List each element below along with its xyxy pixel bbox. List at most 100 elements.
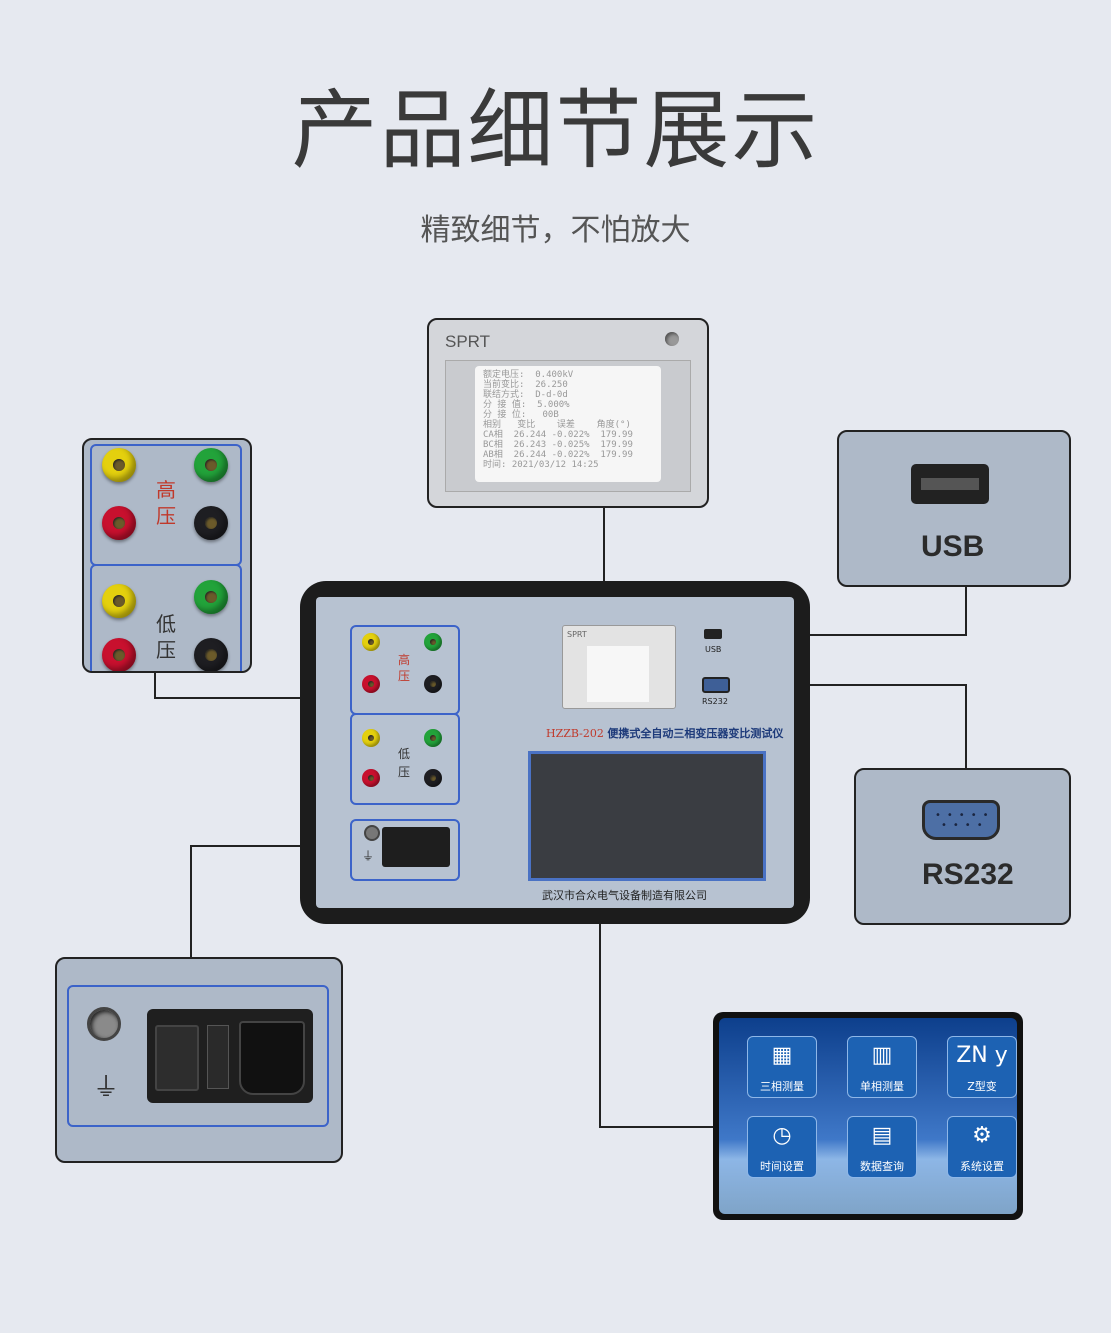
rs232-port-icon: ••••• •••• bbox=[922, 800, 1000, 840]
screen-menu-label: 三相测量 bbox=[760, 1080, 804, 1093]
device-manufacturer: 武汉市合众电气设备制造有限公司 bbox=[542, 889, 707, 902]
low-voltage-label-1: 低 bbox=[156, 612, 176, 636]
connector-line bbox=[722, 634, 967, 636]
device-rs232-label: RS232 bbox=[702, 697, 728, 706]
power-group-outline bbox=[67, 985, 329, 1127]
receipt-line: 分 接 值: 5.000% bbox=[483, 400, 570, 410]
device-low-voltage-group bbox=[350, 713, 460, 805]
connector-line bbox=[599, 838, 601, 1128]
device-high-label-2: 压 bbox=[398, 669, 411, 683]
printer-label: SPRT bbox=[445, 332, 491, 351]
power-switch[interactable] bbox=[155, 1025, 199, 1091]
rs232-label: RS232 bbox=[922, 858, 1014, 891]
device-high-label-1: 高 bbox=[398, 653, 411, 667]
device-ground-icon: ⏚ bbox=[362, 849, 375, 863]
receipt-line: AB相 26.244 -0.022% 179.99 bbox=[483, 450, 633, 460]
page-title: 产品细节展示 bbox=[291, 81, 820, 181]
screen-menu-label: 数据查询 bbox=[860, 1160, 904, 1173]
device-low-label-1: 低 bbox=[398, 747, 411, 761]
transformer-icon: ▦ bbox=[771, 1043, 793, 1068]
screen-menu-button[interactable]: ▥ 单相测量 bbox=[847, 1036, 917, 1098]
high-yellow-terminal bbox=[102, 448, 136, 482]
low-voltage-group bbox=[90, 564, 242, 671]
device-title: HZZB-202 便携式全自动三相变压器变比测试仪 bbox=[546, 725, 783, 741]
high-voltage-label-2: 压 bbox=[156, 504, 176, 528]
single-transformer-icon: ▥ bbox=[871, 1043, 893, 1068]
device-panel: 高 压 低 压 ⏚ SPRT USB RS232 HZZB-202 便携式全自动… bbox=[316, 597, 794, 908]
device-rs232-port[interactable] bbox=[702, 677, 730, 693]
device-high-yellow-terminal bbox=[362, 633, 380, 651]
terminals-detail-panel: 高 压 低 压 bbox=[82, 438, 252, 673]
device-printer-paper bbox=[587, 646, 649, 702]
screen-menu-button[interactable]: ▤ 数据查询 bbox=[847, 1116, 917, 1178]
connector-line bbox=[154, 668, 156, 698]
ground-post-icon bbox=[87, 1007, 121, 1041]
device-low-black-terminal bbox=[424, 769, 442, 787]
device-name: 便携式全自动三相变压器变比测试仪 bbox=[607, 727, 784, 740]
screen-display: ▦ 三相测量 ▥ 单相测量 ZN y Z型变 ◷时间设置 ▤ 数据查询 ⚙系统设置 bbox=[719, 1018, 1017, 1214]
device-high-red-terminal bbox=[362, 675, 380, 693]
receipt-line: 时间: 2021/03/12 14:25 bbox=[483, 460, 599, 470]
device-low-green-terminal bbox=[424, 729, 442, 747]
device-screen[interactable] bbox=[528, 751, 766, 881]
connector-line bbox=[190, 845, 400, 847]
data-query-icon: ▤ bbox=[871, 1123, 893, 1148]
page-subtitle: 精致细节，不怕放大 bbox=[420, 213, 691, 248]
device-model: HZZB-202 bbox=[546, 727, 604, 740]
connector-line bbox=[154, 697, 386, 699]
device-low-yellow-terminal bbox=[362, 729, 380, 747]
low-green-terminal bbox=[194, 580, 228, 614]
low-voltage-label-2: 压 bbox=[156, 638, 176, 662]
high-voltage-label-1: 高 bbox=[156, 478, 176, 502]
screen-menu-label: 单相测量 bbox=[860, 1080, 904, 1093]
rs232-detail-panel: ••••• •••• RS232 bbox=[854, 768, 1071, 925]
screen-menu-label: Z型变 bbox=[967, 1080, 997, 1093]
device-printer: SPRT bbox=[562, 625, 676, 709]
receipt-line: 当前变比: 26.250 bbox=[483, 380, 568, 390]
connector-line bbox=[190, 845, 192, 957]
device-usb-port[interactable] bbox=[704, 629, 722, 639]
high-black-terminal bbox=[194, 506, 228, 540]
screen-menu-label: 时间设置 bbox=[760, 1160, 804, 1173]
connector-line bbox=[965, 583, 967, 636]
power-detail-panel: ⏚ bbox=[55, 957, 343, 1163]
printer-knob-icon bbox=[665, 332, 679, 346]
low-black-terminal bbox=[194, 638, 228, 671]
usb-label: USB bbox=[921, 530, 985, 563]
connector-line bbox=[599, 1126, 715, 1128]
high-red-terminal bbox=[102, 506, 136, 540]
screen-menu-button[interactable]: ▦ 三相测量 bbox=[747, 1036, 817, 1098]
connector-line bbox=[603, 490, 605, 630]
screen-menu-button[interactable]: ◷时间设置 bbox=[747, 1116, 817, 1178]
device-power-socket[interactable] bbox=[382, 827, 450, 867]
screen-menu-button[interactable]: ZN y Z型变 bbox=[947, 1036, 1017, 1098]
device-usb-label: USB bbox=[705, 645, 722, 654]
gear-icon: ⚙ bbox=[972, 1123, 992, 1148]
device-power-group bbox=[350, 819, 460, 881]
device-low-red-terminal bbox=[362, 769, 380, 787]
receipt-line: 分 接 位: 00B bbox=[483, 410, 559, 420]
fuse-holder bbox=[207, 1025, 229, 1089]
usb-detail-panel: USB bbox=[837, 430, 1071, 587]
device-ground-post bbox=[364, 825, 380, 841]
receipt-line: 相别 变比 误差 角度(°) bbox=[483, 420, 631, 430]
receipt-line: CA相 26.244 -0.022% 179.99 bbox=[483, 430, 633, 440]
high-green-terminal bbox=[194, 448, 228, 482]
low-red-terminal bbox=[102, 638, 136, 671]
iec-inlet bbox=[239, 1021, 305, 1095]
device-low-label-2: 压 bbox=[398, 765, 411, 779]
device-case: 高 压 低 压 ⏚ SPRT USB RS232 HZZB-202 便携式全自动… bbox=[300, 581, 810, 924]
connector-line bbox=[965, 684, 967, 768]
connector-line bbox=[734, 684, 967, 686]
device-printer-label: SPRT bbox=[567, 630, 587, 639]
ground-symbol-icon: ⏚ bbox=[93, 1073, 120, 1103]
zn-y-icon: ZN y bbox=[956, 1043, 1008, 1068]
screen-menu-button[interactable]: ⚙系统设置 bbox=[947, 1116, 1017, 1178]
screen-detail-panel: ▦ 三相测量 ▥ 单相测量 ZN y Z型变 ◷时间设置 ▤ 数据查询 ⚙系统设置 bbox=[713, 1012, 1023, 1220]
device-high-green-terminal bbox=[424, 633, 442, 651]
receipt-line: BC相 26.243 -0.025% 179.99 bbox=[483, 440, 633, 450]
power-socket[interactable] bbox=[147, 1009, 313, 1103]
receipt-line: 额定电压: 0.400kV bbox=[483, 370, 574, 380]
